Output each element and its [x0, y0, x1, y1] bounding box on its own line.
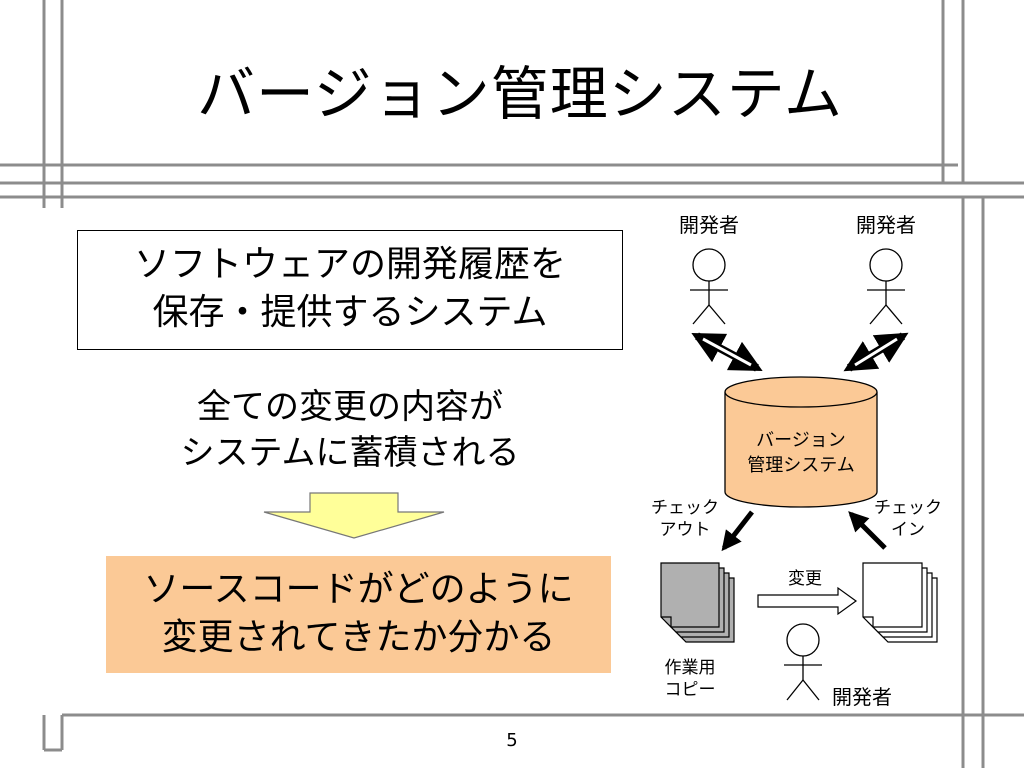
working-copy-documents: [660, 562, 735, 643]
down-arrow: [263, 492, 445, 539]
checkout-label: チェック アウト: [645, 497, 725, 541]
slide-title: バージョン管理システム: [196, 60, 844, 128]
developer-left-label: 開発者: [679, 213, 739, 237]
accumulation-text: 全ての変更の内容が システムに蓄積される: [110, 384, 590, 476]
result-line-2: 変更されてきたか分かる: [161, 617, 556, 658]
checkin-label-line-1: チェック: [874, 498, 942, 518]
checkin-label: チェック イン: [868, 497, 948, 541]
repository-label: バージョン 管理システム: [728, 428, 874, 478]
developer-bottom-figure: [784, 623, 822, 701]
repository-label-line-2: 管理システム: [747, 455, 855, 476]
developer-right-figure: [867, 248, 905, 325]
change-label: 変更: [788, 569, 822, 589]
developer-left-figure: [690, 248, 728, 325]
change-arrow: [757, 586, 858, 616]
repository-label-line-1: バージョン: [756, 430, 846, 451]
changed-documents: [862, 562, 938, 643]
sync-arrow-left-inner: [702, 337, 752, 367]
checkout-arrow: [721, 510, 754, 552]
checkout-label-line-1: チェック: [651, 498, 719, 518]
accumulation-line-1: 全ての変更の内容が: [197, 387, 503, 427]
definition-line-2: 保存・提供するシステム: [152, 292, 548, 333]
working-copy-label-line-1: 作業用: [664, 658, 716, 678]
checkin-arrow: [848, 511, 887, 550]
working-copy-label: 作業用 コピー: [650, 657, 730, 701]
definition-line-1: ソフトウェアの開発履歴を: [133, 244, 566, 285]
developer-bottom-label: 開発者: [832, 685, 892, 709]
result-line-1: ソースコードがどのように: [143, 569, 574, 610]
accumulation-line-2: システムに蓄積される: [180, 433, 520, 473]
checkout-label-line-2: アウト: [659, 520, 711, 540]
sync-arrow-right-inner: [854, 337, 898, 367]
repository-cylinder: [724, 376, 878, 508]
working-copy-label-line-2: コピー: [664, 680, 716, 700]
page-number: 5: [506, 730, 518, 751]
checkin-label-line-2: イン: [891, 520, 925, 540]
developer-right-label: 開発者: [856, 213, 916, 237]
result-box: ソースコードがどのように 変更されてきたか分かる: [106, 556, 611, 673]
definition-box: ソフトウェアの開発履歴を 保存・提供するシステム: [77, 230, 623, 350]
